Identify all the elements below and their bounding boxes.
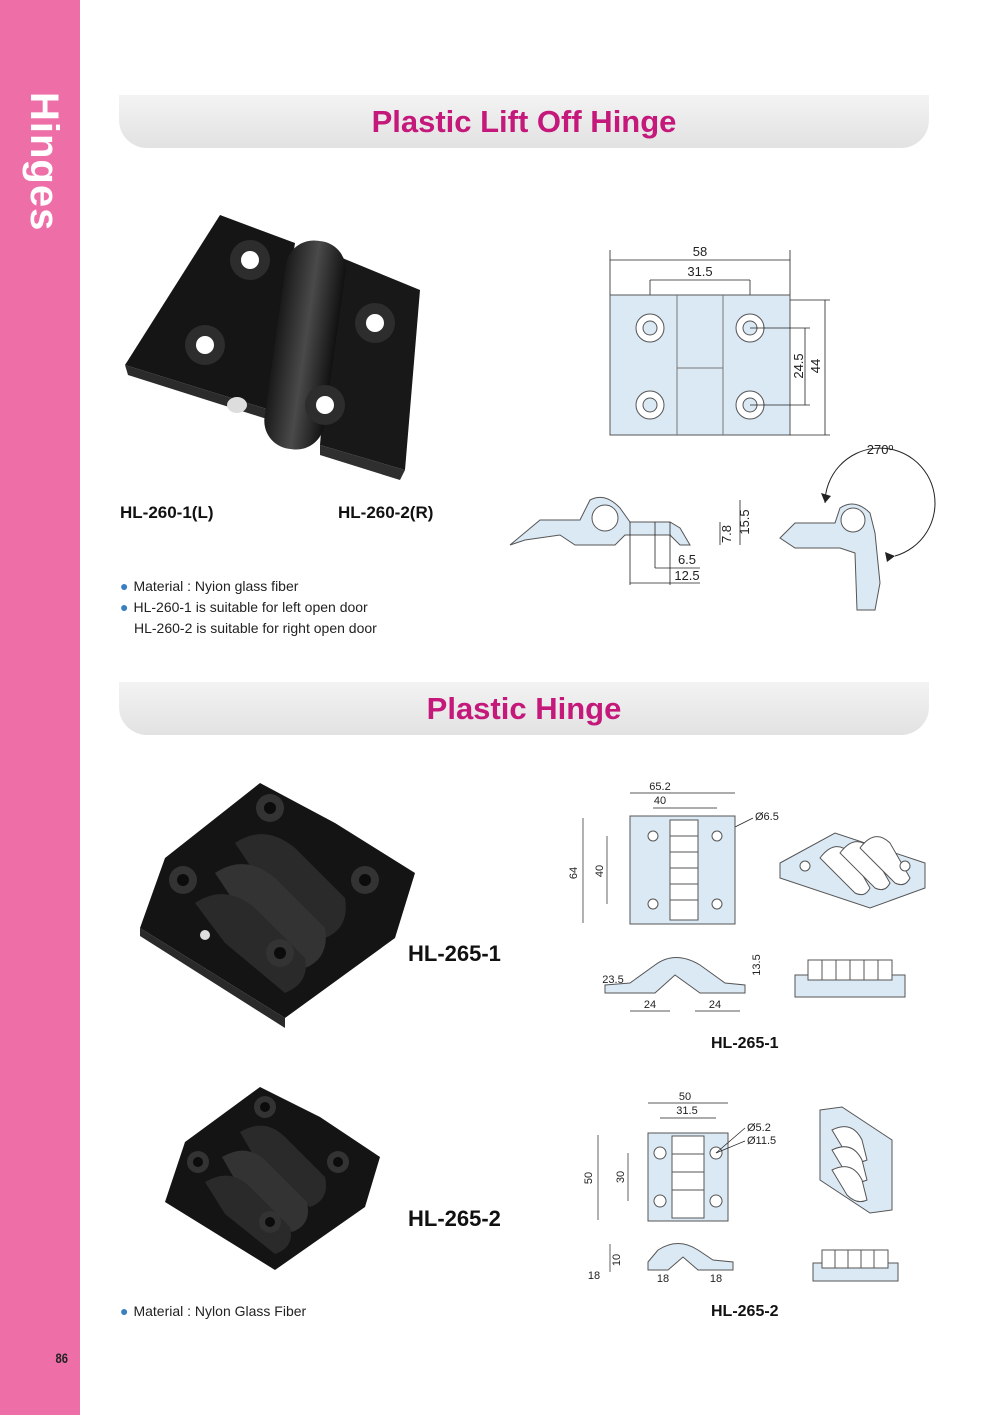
- hinge-260-photo: [125, 215, 420, 480]
- dim-31-5: 31.5: [687, 264, 712, 279]
- dim-hole-5-2: Ø5.2: [747, 1122, 771, 1134]
- hinge-265-1-photo: [140, 783, 415, 1028]
- drawing-265-1-front-view: [794, 959, 906, 998]
- drawing-265-2-side-view: 10 18 18 18: [588, 1243, 734, 1285]
- dim-65-2: 65.2: [649, 781, 670, 793]
- dim-24-left: 24: [644, 999, 656, 1011]
- dim-58: 58: [693, 244, 707, 259]
- drawing-265-2-top-view: 50 31.5 Ø5.2 Ø11.5 50 30: [583, 1091, 776, 1222]
- note-material-nylon: ●Material : Nylon Glass Fiber: [120, 1303, 307, 1319]
- caption-hl-265-2: HL-265-2: [711, 1303, 779, 1320]
- dim-18-right: 18: [710, 1273, 722, 1285]
- model-hl-260-1: HL-260-1(L): [120, 503, 214, 522]
- dim-64: 64: [568, 867, 580, 879]
- drawing-265-1-side-view: 13.5 23.5 24 24: [602, 954, 763, 1012]
- drawing-260-top-view: 58 31.5 24.5 44: [609, 244, 830, 436]
- section-title-lift-off: Plastic Lift Off Hinge: [371, 104, 677, 139]
- dim-24-right: 24: [709, 999, 721, 1011]
- dim-7-8: 7.8: [719, 525, 734, 543]
- drawing-265-2-front-view: [812, 1249, 899, 1282]
- note-right-door: HL-260-2 is suitable for right open door: [134, 620, 377, 636]
- page-number: 86: [55, 1350, 69, 1366]
- drawing-265-2-iso: [819, 1106, 893, 1214]
- drawing-265-1-top-view: 65.2 40 Ø6.5 64 40: [568, 781, 779, 925]
- dim-30: 30: [615, 1171, 627, 1183]
- drawing-260-side-view: 6.5 12.5 7.8 15.5: [509, 496, 752, 585]
- dim-18-mid: 18: [657, 1273, 669, 1285]
- dim-10: 10: [611, 1254, 623, 1266]
- model-hl-265-1: HL-265-1: [408, 941, 501, 966]
- dim-270-degree: 270º: [867, 442, 894, 457]
- dim-6-5: 6.5: [678, 552, 696, 567]
- dim-40b: 40: [594, 865, 606, 877]
- note-left-door: ●HL-260-1 is suitable for left open door: [120, 599, 368, 615]
- dim-24-5: 24.5: [791, 353, 806, 378]
- dim-44: 44: [808, 359, 823, 373]
- drawing-260-rotation: 270º: [779, 442, 936, 611]
- dim-12-5: 12.5: [674, 568, 699, 583]
- dim-18-left: 18: [588, 1270, 600, 1282]
- sidebar-title: Hinges: [22, 92, 66, 232]
- dim-23-5: 23.5: [602, 974, 623, 986]
- section1-notes: ●Material : Nyion glass fiber ●HL-260-1 …: [120, 576, 377, 639]
- section-banner-lift-off: Plastic Lift Off Hinge: [119, 95, 929, 148]
- note-material: ●Material : Nyion glass fiber: [120, 578, 299, 594]
- dim-13-5: 13.5: [751, 954, 763, 975]
- dim-hole-11-5: Ø11.5: [747, 1135, 776, 1147]
- model-hl-265-2: HL-265-2: [408, 1206, 501, 1231]
- dim-50b: 50: [583, 1172, 595, 1184]
- section-title-plastic-hinge: Plastic Hinge: [426, 691, 622, 726]
- dim-50a: 50: [679, 1091, 691, 1103]
- dim-hole-6-5: Ø6.5: [755, 811, 779, 823]
- dim-40a: 40: [654, 795, 666, 807]
- section-banner-plastic-hinge: Plastic Hinge: [119, 682, 929, 735]
- hinge-265-2-photo: [165, 1087, 380, 1270]
- drawing-265-1-iso: [779, 832, 926, 909]
- dim-15-5: 15.5: [737, 509, 752, 534]
- section2-notes: ●Material : Nylon Glass Fiber: [120, 1301, 306, 1322]
- dim-31-5b: 31.5: [676, 1105, 697, 1117]
- sidebar: [0, 0, 80, 1415]
- caption-hl-265-1: HL-265-1: [711, 1035, 779, 1052]
- model-hl-260-2: HL-260-2(R): [338, 503, 434, 522]
